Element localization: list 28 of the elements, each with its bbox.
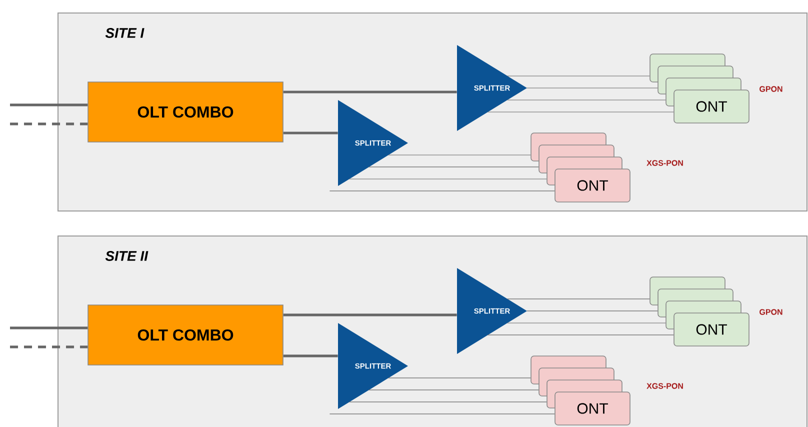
fiber-line bbox=[283, 314, 457, 316]
technology-label: GPON bbox=[760, 309, 782, 315]
fiber-line bbox=[368, 166, 539, 168]
fiber-line bbox=[329, 190, 555, 192]
fiber-line bbox=[10, 104, 88, 106]
technology-label: GPON bbox=[760, 86, 782, 92]
fiber-line bbox=[507, 298, 650, 300]
ont-box: ONT bbox=[554, 168, 630, 202]
olt-box: OLT COMBO bbox=[88, 82, 284, 142]
fiber-line bbox=[10, 326, 88, 330]
ont-box: ONT bbox=[554, 392, 630, 426]
fiber-line bbox=[348, 178, 547, 180]
technology-label: XGS-PON bbox=[646, 160, 683, 166]
fiber-line bbox=[10, 122, 88, 126]
technology-label: XGS-PON bbox=[646, 383, 683, 389]
fiber-line bbox=[10, 346, 88, 348]
ont-box: ONT bbox=[674, 312, 750, 346]
fiber-line bbox=[283, 132, 338, 134]
fiber-line bbox=[526, 310, 658, 312]
fiber-line bbox=[507, 322, 666, 324]
fiber-line bbox=[283, 354, 338, 358]
fiber-line bbox=[283, 90, 457, 94]
olt-box: OLT COMBO bbox=[88, 304, 284, 366]
fiber-line bbox=[487, 334, 674, 336]
fiber-line bbox=[388, 154, 531, 156]
ont-box: ONT bbox=[674, 90, 750, 124]
site-title: SITE I bbox=[105, 28, 144, 38]
site-title: SITE II bbox=[105, 251, 148, 261]
